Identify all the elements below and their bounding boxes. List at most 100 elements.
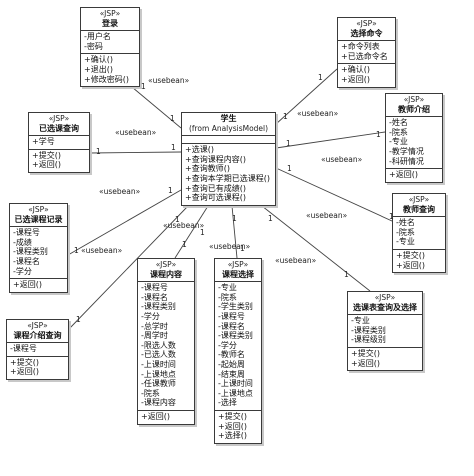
edge-label: «usebean»: [297, 109, 339, 118]
stereotype: «JSP»: [99, 9, 121, 18]
edge-label: «usebean»: [163, 221, 205, 230]
attribute: -学分: [13, 266, 32, 276]
attribute: -专业: [351, 316, 370, 326]
jsp-class-login: «JSP»登录 -用户名-密码 +确认()+退出()+修改密码(): [80, 7, 140, 88]
operation: +返回(): [396, 260, 425, 270]
jsp-class-select-command: «JSP»选择命令 +命令列表+已选命令名 +确认()+返回(): [337, 17, 396, 88]
operation: +修改密码(): [84, 74, 129, 84]
attribute: -结束周: [218, 369, 245, 379]
operation: +提交(): [396, 250, 425, 260]
operation: +返回(): [341, 74, 370, 84]
attribute: -学分: [218, 340, 237, 350]
attribute: -课程名: [141, 292, 168, 302]
student-op: +查询课程内容(): [185, 154, 246, 164]
attribute: -课程内容: [141, 398, 176, 408]
attribute: -课程号: [10, 344, 37, 354]
edge-select-cmd: [275, 68, 338, 125]
attribute: -院系: [141, 388, 160, 398]
multiplicity: 1: [170, 114, 175, 123]
multiplicity: 1: [76, 315, 81, 324]
stereotype: «JSP»: [408, 195, 430, 204]
stereotype: «JSP»: [227, 260, 249, 269]
attribute: -课程号: [141, 283, 168, 293]
class-name: 登录: [102, 18, 118, 28]
attribute: -上课地点: [141, 369, 176, 379]
edge-label: «usebean»: [99, 187, 141, 196]
stereotype: «JSP»: [27, 321, 48, 330]
attribute: -教师名: [218, 350, 245, 360]
multiplicity: 1: [376, 130, 381, 139]
jsp-class-course-content: «JSP»课程内容 -课程号-课程名-课程类别-学分-总学时-周学时-限选人数-…: [137, 258, 195, 425]
class-name: 教师介绍: [398, 104, 430, 114]
operation: +确认(): [84, 55, 113, 65]
attribute: -课程名: [13, 256, 40, 266]
attribute: -选择: [218, 398, 237, 408]
attribute: -课程类别: [141, 302, 176, 312]
attribute: -课程类别: [351, 325, 386, 335]
edge-record: [67, 189, 182, 256]
student-op: +选课(): [185, 145, 214, 155]
multiplicity: 1: [96, 147, 101, 156]
attribute: -起始周: [218, 359, 245, 369]
student-class-package: (from AnalysisModel): [188, 123, 269, 133]
multiplicity: 1: [200, 228, 205, 237]
attribute: -院系: [389, 127, 408, 137]
attribute: +已选命令名: [341, 51, 388, 61]
multiplicity: 1: [344, 270, 349, 279]
attribute: -周学时: [141, 331, 168, 341]
edge-label: «usebean»: [115, 128, 157, 137]
jsp-class-course-select: «JSP»课程选择 -专业-院系-学生类别-课程号-课程名-课程类别-学分-教师…: [214, 258, 262, 444]
class-name: 选课表查询及选择: [353, 302, 417, 312]
edge-catalog: [261, 205, 371, 292]
operation: +选择(): [218, 431, 247, 441]
attribute: -上课地点: [218, 388, 253, 398]
class-name: 选择命令: [350, 28, 383, 38]
attribute: -成绩: [13, 237, 32, 247]
edge-selected-query: [89, 151, 182, 154]
operation: +确认(): [341, 65, 370, 75]
edge-label: «usebean»: [275, 256, 317, 265]
multiplicity: 1: [168, 186, 173, 195]
multiplicity: 1: [389, 212, 394, 221]
attribute: -院系: [396, 227, 415, 237]
operation: +返回(): [218, 421, 247, 431]
attribute: -已选人数: [141, 350, 176, 360]
edge-label: «usebean»: [148, 76, 190, 85]
multiplicity: 1: [171, 143, 176, 152]
edge-content: [174, 205, 209, 259]
jsp-class-teacher-query: «JSP»教师查询 -姓名-院系-专业 +提交()+返回(): [392, 193, 446, 274]
operation: +返回(): [351, 358, 380, 368]
multiplicity: 1: [232, 214, 237, 223]
jsp-class-intro-query: «JSP»课程介绍查询 -课程号 +提交()+返回(): [6, 319, 69, 380]
jsp-class-catalog-select: «JSP»选课表查询及选择 -专业-课程类别-课程级别 +提交()+返回(): [347, 291, 423, 372]
edge-label: «usebean»: [209, 242, 251, 251]
operation: +返回(): [389, 170, 418, 180]
class-name: 教师查询: [403, 204, 435, 214]
multiplicity: 1: [283, 112, 288, 121]
attribute: -课程号: [13, 228, 40, 238]
operation: +返回(): [10, 367, 39, 377]
operation: +提交(): [10, 357, 39, 367]
attribute: -学分: [141, 311, 160, 321]
stereotype: «JSP»: [28, 205, 49, 214]
student-op: +查询已有成绩(): [185, 183, 246, 193]
attribute: -密码: [84, 41, 103, 51]
operation: +提交(): [32, 150, 61, 160]
student-op: +查询可选课程(): [185, 193, 246, 203]
attribute: -学生类别: [218, 302, 253, 312]
operation: +提交(): [218, 411, 247, 421]
attribute: -课程类别: [13, 247, 48, 257]
attribute: -课程名: [218, 321, 245, 331]
attribute: -任课教师: [141, 379, 176, 389]
attribute: -限选人数: [141, 340, 176, 350]
attribute: -用户名: [84, 32, 111, 42]
multiplicity: 1: [287, 164, 292, 173]
edge-intro-query: [68, 205, 189, 330]
stereotype: «JSP»: [48, 114, 70, 123]
stereotype: «JSP»: [374, 293, 396, 302]
attribute: -课程号: [218, 311, 245, 321]
class-name: 已选课程记录: [14, 214, 63, 224]
class-name: 课程介绍查询: [13, 330, 62, 340]
stereotype: «JSP»: [155, 260, 177, 269]
